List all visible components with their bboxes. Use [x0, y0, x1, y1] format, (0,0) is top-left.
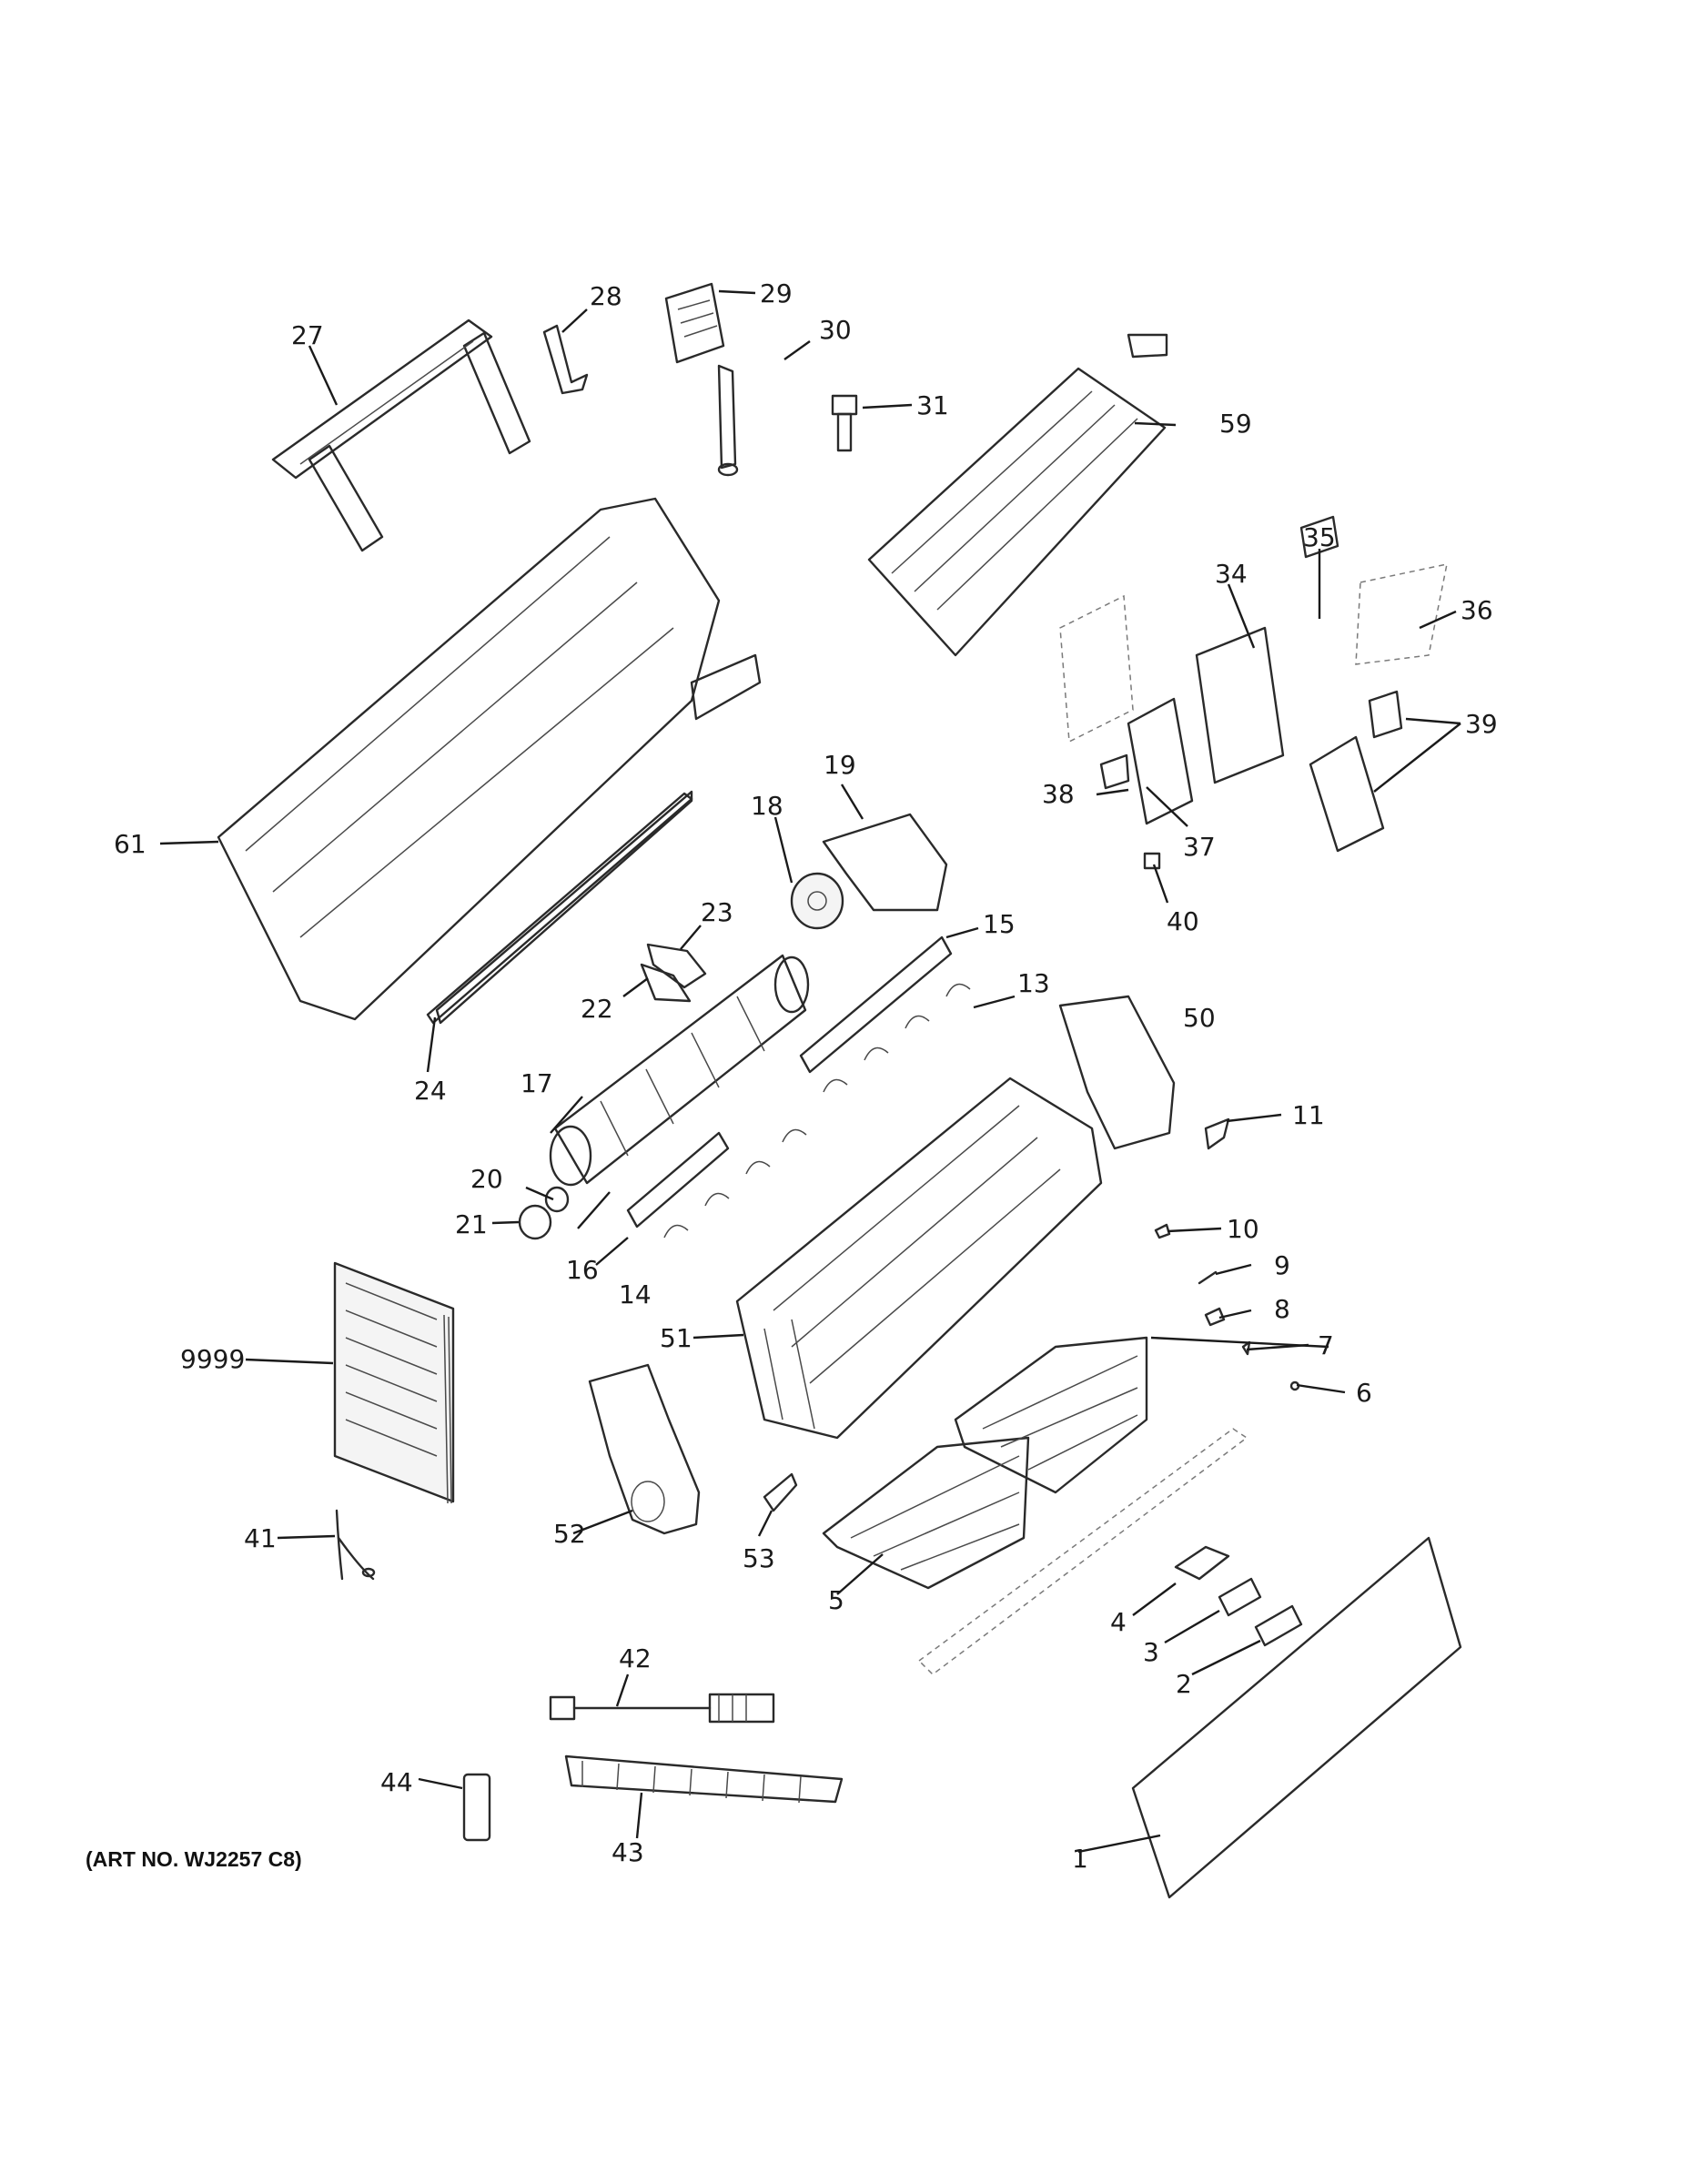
end-clip-drawing: [763, 1472, 798, 1512]
bracket-drawing: [542, 324, 589, 395]
guard-drawing: [564, 1754, 844, 1804]
side-clip-drawing: [1204, 1117, 1230, 1150]
bearing-drawing: [518, 1186, 570, 1240]
lower-grille-drawing: [917, 1428, 1248, 1675]
fan-motor-drawing: [790, 872, 844, 930]
callout-19: 19: [824, 750, 856, 780]
callout-40: 40: [1167, 906, 1199, 936]
callout-16: 16: [566, 1255, 599, 1285]
chassis-drawing: [217, 497, 762, 1025]
manual-drawing: [333, 1261, 455, 1504]
callout-35: 35: [1303, 522, 1336, 552]
callout-3: 3: [1143, 1637, 1159, 1667]
callout-34: 34: [1215, 559, 1248, 589]
display-boards-drawing: [1174, 1545, 1303, 1647]
callout-4: 4: [1110, 1607, 1127, 1637]
callout-10: 10: [1227, 1214, 1259, 1244]
cross-flow-fan-drawing: [549, 954, 810, 1187]
callout-18: 18: [751, 791, 783, 821]
callout-53: 53: [743, 1543, 775, 1573]
callout-11: 11: [1292, 1100, 1325, 1130]
remote-holder-drawing: [462, 1773, 491, 1842]
callout-44: 44: [380, 1767, 413, 1797]
callout-50: 50: [1183, 1003, 1216, 1033]
strip-drawing: [426, 792, 693, 1025]
callout-8: 8: [1274, 1294, 1290, 1324]
callout-29: 29: [760, 278, 793, 308]
callout-6: 6: [1356, 1378, 1372, 1408]
callout-30: 30: [819, 315, 852, 345]
callout-51: 51: [660, 1323, 692, 1353]
drain-tube-drawing: [717, 364, 739, 477]
callout-43: 43: [612, 1837, 644, 1867]
bearing-holder-drawing: [640, 943, 707, 1003]
callout-59: 59: [1219, 409, 1252, 439]
control-box-drawing: [1059, 515, 1448, 870]
callout-38: 38: [1042, 779, 1075, 809]
callout-2: 2: [1176, 1669, 1192, 1699]
sensor-wire-drawing: [335, 1509, 376, 1581]
connection-cable-drawing: [549, 1693, 775, 1724]
callout-31: 31: [916, 390, 949, 420]
plug-drawing: [831, 394, 858, 452]
callout-37: 37: [1183, 832, 1216, 862]
side-cover-drawing: [1058, 995, 1176, 1150]
end-cap-drawing: [588, 1363, 701, 1535]
callout-9999: 9999: [180, 1344, 245, 1374]
callout-20: 20: [470, 1164, 503, 1194]
upper-louver-drawing: [799, 935, 971, 1093]
mounting-plate-drawing: [271, 318, 531, 552]
callout-22: 22: [581, 994, 613, 1024]
callout-52: 52: [553, 1519, 586, 1549]
callout-61: 61: [114, 829, 147, 859]
callout-39: 39: [1465, 709, 1498, 739]
callout-41: 41: [244, 1523, 277, 1553]
callout-17: 17: [521, 1068, 553, 1098]
callout-1: 1: [1072, 1844, 1088, 1874]
lower-louver-drawing: [626, 1128, 807, 1239]
front-panel-drawing: [1131, 1536, 1462, 1899]
callout-13: 13: [1017, 968, 1050, 998]
callout-5: 5: [828, 1585, 844, 1615]
callout-14: 14: [619, 1279, 652, 1309]
callout-36: 36: [1461, 595, 1493, 625]
evaporator-drawing: [867, 333, 1168, 657]
art-number: (ART NO. WJ2257 C8): [86, 1847, 302, 1871]
callout-7: 7: [1318, 1330, 1334, 1360]
callout-27: 27: [291, 320, 324, 350]
clip-drawing: [664, 282, 725, 364]
callout-28: 28: [590, 281, 622, 311]
front-frame-drawing: [735, 1077, 1103, 1440]
leader-lines: [159, 289, 1461, 1854]
callout-21: 21: [455, 1209, 488, 1239]
motor-cover-drawing: [822, 813, 948, 912]
callout-42: 42: [619, 1643, 652, 1673]
callout-24: 24: [414, 1076, 447, 1106]
callout-23: 23: [701, 897, 733, 927]
air-filter-drawing: [822, 1336, 1148, 1590]
callout-15: 15: [983, 909, 1016, 939]
callout-labels: 1 2 3 4 5 6 7 8 9 10 11 13 14 15 16 17 1…: [114, 278, 1498, 1874]
callout-9: 9: [1274, 1250, 1290, 1280]
